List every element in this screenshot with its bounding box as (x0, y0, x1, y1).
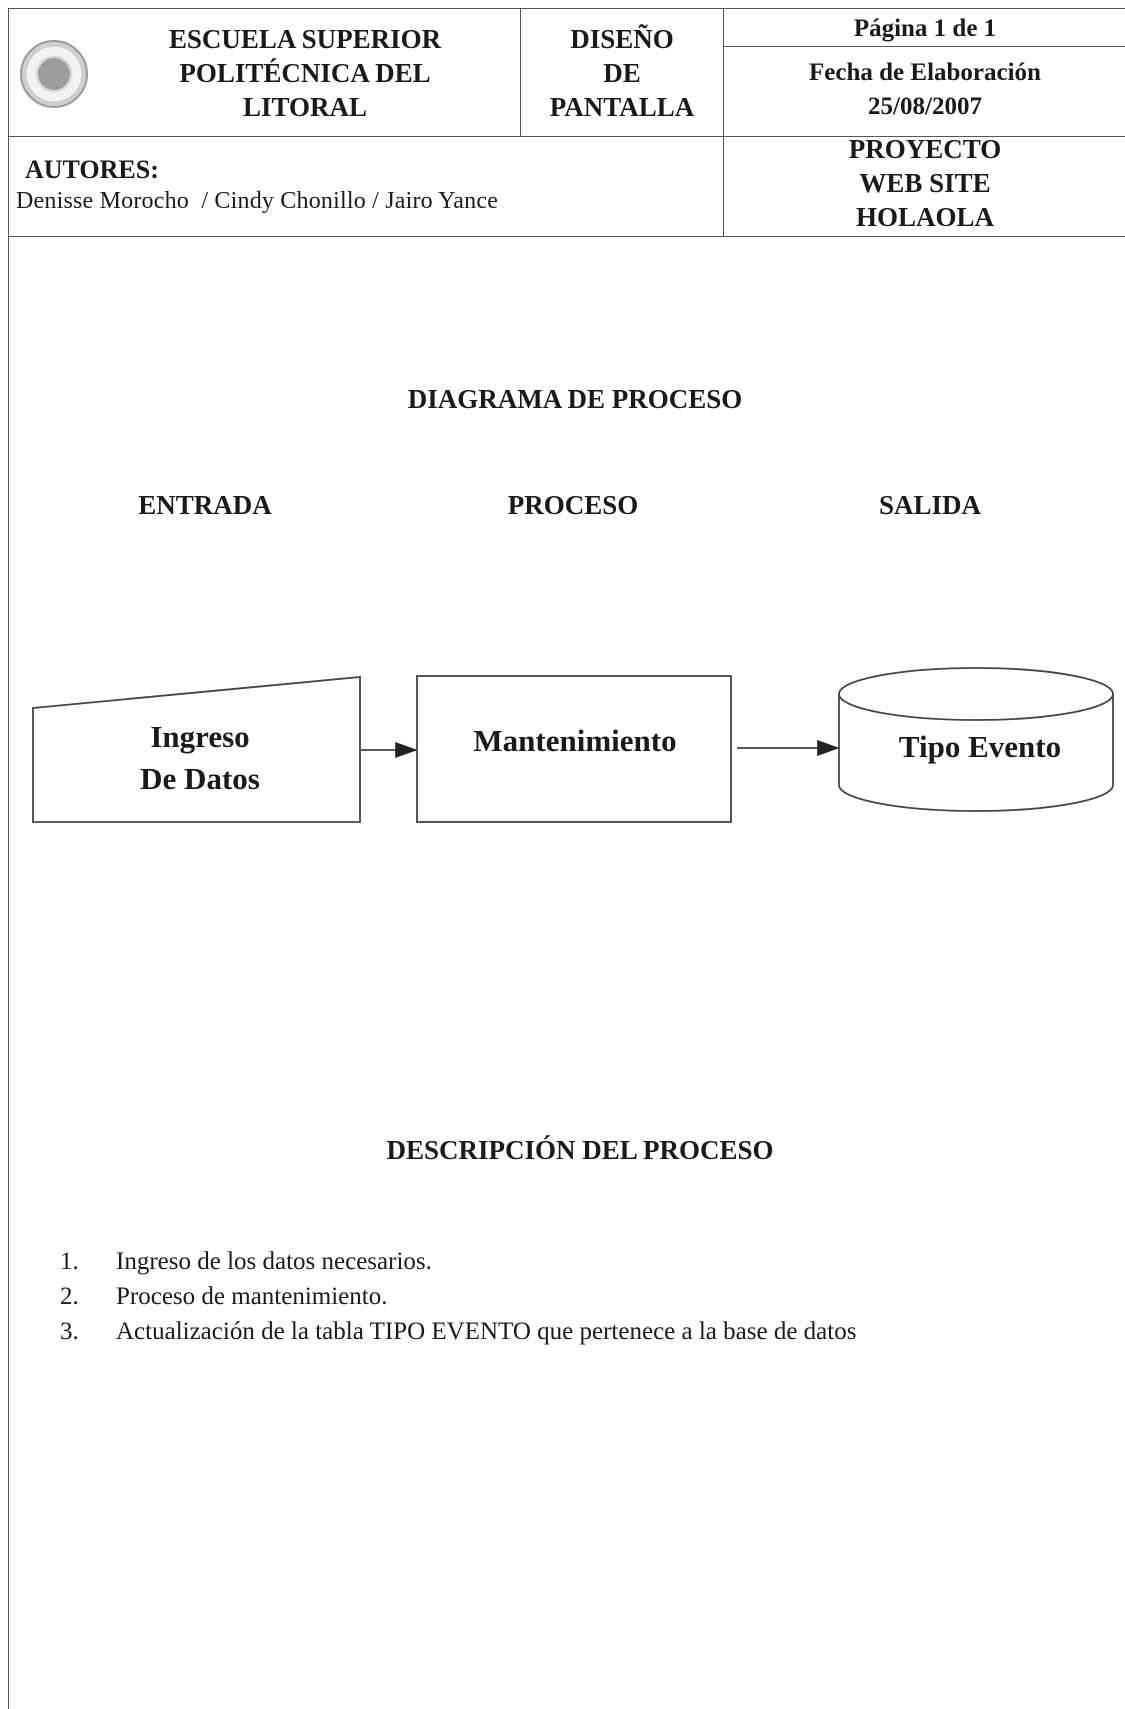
output-shape-label: Tipo Evento (898, 729, 1062, 764)
authors-names: Denisse Morocho / Cindy Chonillo / Jairo… (16, 188, 499, 214)
project-name: PROYECTO WEB SITE HOLAOLA (848, 134, 1002, 232)
column-label-salida: SALIDA (878, 490, 982, 520)
page-frame (8, 8, 1125, 1709)
database-cylinder-top (838, 667, 1114, 721)
list-item-number: 1. (60, 1248, 79, 1275)
description-title: DESCRIPCIÓN DEL PROCESO (386, 1135, 774, 1165)
list-item: 1. Ingreso de los datos necesarios. (60, 1244, 856, 1279)
list-item-text: Ingreso de los datos necesarios. (116, 1248, 432, 1275)
list-item-text: Actualización de la tabla TIPO EVENTO qu… (116, 1318, 857, 1345)
list-item-text: Proceso de mantenimiento. (116, 1283, 388, 1310)
list-item-number: 2. (60, 1283, 79, 1310)
database-cylinder-shape (838, 694, 1114, 812)
elaboration-date: Fecha de Elaboración 25/08/2007 (809, 59, 1041, 120)
list-item: 2. Proceso de mantenimiento. (60, 1279, 856, 1314)
authors-bottom-line (8, 236, 1125, 237)
column-label-proceso: PROCESO (507, 490, 639, 520)
list-item: 3. Actualización de la tabla TIPO EVENTO… (60, 1314, 856, 1349)
header-bottom-line (8, 136, 1125, 137)
doctype-divider (723, 8, 724, 236)
institution-seal-logo (20, 40, 88, 108)
diagram-title: DIAGRAMA DE PROCESO (407, 384, 743, 414)
input-shape-label: Ingreso De Datos (140, 719, 260, 796)
authors-label: AUTORES: (25, 155, 159, 184)
institution-name: ESCUELA SUPERIOR POLITÉCNICA DEL LITORAL (168, 24, 442, 122)
page-number-divider (723, 46, 1125, 47)
manual-input-shape (32, 676, 361, 823)
list-item-number: 3. (60, 1318, 79, 1345)
column-label-entrada: ENTRADA (138, 490, 272, 520)
page-number: Página 1 de 1 (853, 15, 997, 42)
description-list: 1. Ingreso de los datos necesarios. 2. P… (60, 1244, 856, 1349)
process-shape-label: Mantenimiento (473, 723, 677, 758)
document-type: DISEÑO DE PANTALLA (549, 24, 695, 122)
institution-divider (520, 8, 521, 136)
